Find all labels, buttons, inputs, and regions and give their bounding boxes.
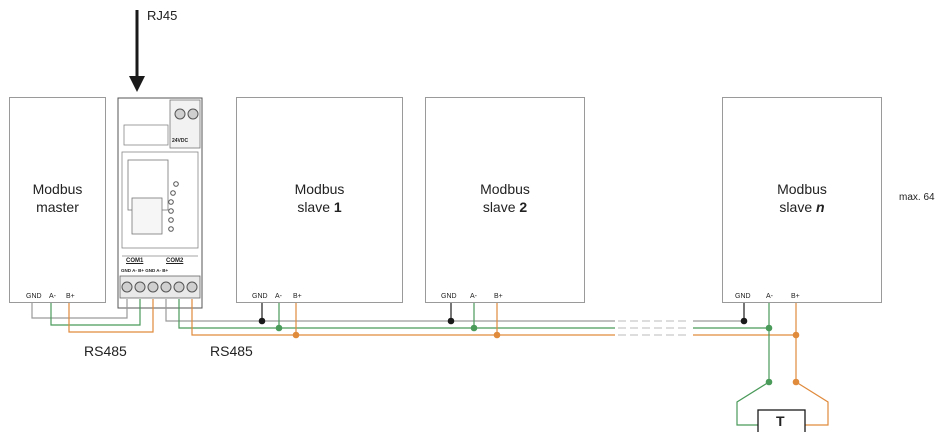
rj45-arrow-head bbox=[129, 76, 145, 92]
master-gnd-pin: GND bbox=[26, 293, 42, 300]
rs485-right-label: RS485 bbox=[210, 343, 253, 359]
modbus-slave-1-title: Modbus slave 1 bbox=[294, 181, 345, 215]
rj45-label: RJ45 bbox=[147, 8, 178, 23]
modbus-slave-n-box: Modbus slave n GND A- B+ bbox=[722, 97, 882, 303]
converter-power-label: 24VDC bbox=[172, 138, 189, 144]
modbus-slave-2-box: Modbus slave 2 GND A- B+ bbox=[425, 97, 585, 303]
rs485-left-label: RS485 bbox=[84, 343, 127, 359]
master-b-pin: B+ bbox=[66, 293, 75, 300]
terminator-label: T bbox=[776, 413, 785, 429]
converter-com1-label: COM1 bbox=[126, 258, 144, 264]
converter-device bbox=[117, 97, 203, 309]
modbus-slave-1-box: Modbus slave 1 GND A- B+ bbox=[236, 97, 403, 303]
terminator-box bbox=[757, 409, 806, 432]
modbus-master-box: Modbus master GND A- B+ bbox=[9, 97, 106, 303]
slave-2-a-pin: A- bbox=[470, 293, 477, 300]
master-a-pin: A- bbox=[49, 293, 56, 300]
max-devices-label: max. 64 bbox=[899, 192, 935, 203]
slave-n-gnd-pin: GND bbox=[735, 293, 751, 300]
slave-n-a-pin: A- bbox=[766, 293, 773, 300]
slave-1-a-pin: A- bbox=[275, 293, 282, 300]
modbus-master-title: Modbus master bbox=[32, 181, 83, 215]
converter-com2-label: COM2 bbox=[166, 258, 184, 264]
slave-2-gnd-pin: GND bbox=[441, 293, 457, 300]
slave-n-b-pin: B+ bbox=[791, 293, 800, 300]
converter-pins-row: GND A- B+ GND A- B+ bbox=[121, 268, 169, 273]
slave-2-b-pin: B+ bbox=[494, 293, 503, 300]
modbus-slave-2-title: Modbus slave 2 bbox=[480, 181, 530, 215]
slave-1-gnd-pin: GND bbox=[252, 293, 268, 300]
modbus-slave-n-title: Modbus slave n bbox=[777, 181, 827, 215]
slave-1-b-pin: B+ bbox=[293, 293, 302, 300]
